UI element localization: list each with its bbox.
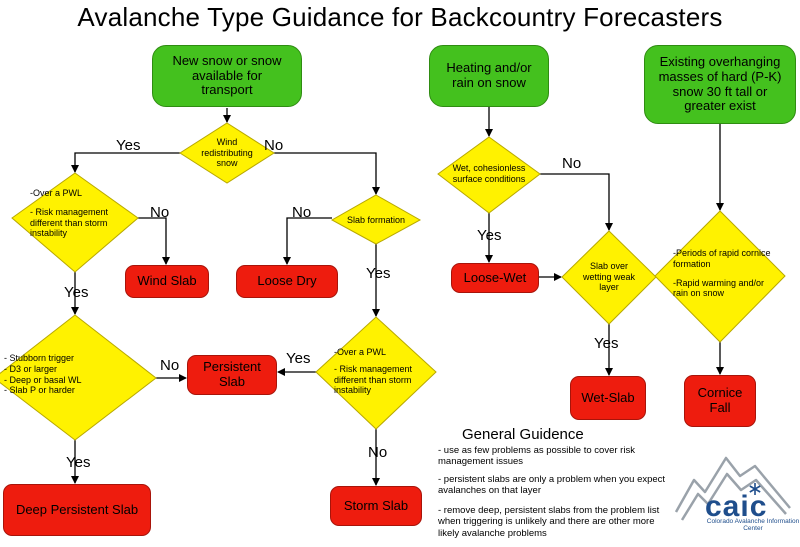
- outcome-cornice-fall-text: Cornice Fall: [697, 385, 743, 415]
- stubborn-line-2: - D3 or larger: [4, 363, 58, 374]
- caic-logo: caic: [705, 490, 768, 523]
- decision-slab-wetting: [561, 230, 657, 325]
- start-heating: Heating and/or rain on snow: [429, 45, 549, 107]
- pwl-right-line-1: -Over a PWL: [334, 347, 387, 357]
- stubborn-line-1: - Stubborn trigger: [4, 353, 75, 363]
- label-yes-wet-cohesionless: Yes: [477, 227, 502, 244]
- caic-logo-subtitle: Colorado Avalanche Information Center: [706, 518, 800, 533]
- start-overhanging-snow: Existing overhanging masses of hard (P-K…: [644, 45, 796, 124]
- outcome-wind-slab: Wind Slab: [125, 265, 209, 298]
- decision-stubborn-text: - Stubborn trigger - D3 or larger - Deep…: [4, 353, 124, 396]
- outcome-wet-slab: Wet-Slab: [570, 376, 646, 420]
- decision-wet-cohesionless-text: Wet, cohesionless surface conditions: [452, 163, 526, 184]
- label-no-slab-formation: No: [292, 204, 312, 221]
- outcome-deep-persistent-slab: Deep Persistent Slab: [3, 484, 151, 536]
- stubborn-line-4: - Slab P or harder: [4, 385, 75, 396]
- decision-pwl-left: [11, 172, 139, 273]
- decision-cornice: [654, 210, 786, 343]
- decision-slab-wetting-text: Slab over wetting weak layer: [582, 260, 636, 293]
- page-title: Avalanche Type Guidance for Backcountry …: [77, 2, 723, 32]
- snowflake-icon: [749, 483, 761, 495]
- decision-stubborn: [0, 314, 157, 441]
- guidance-item-1: - use as few problems as possible to cov…: [438, 445, 635, 468]
- start-heating-text: Heating and/or rain on snow: [446, 60, 532, 90]
- outcome-loose-dry: Loose Dry: [236, 265, 338, 298]
- label-no-wet-cohesionless: No: [562, 155, 582, 172]
- decision-slab-formation: [330, 194, 422, 245]
- pwl-left-line-1: -Over a PWL: [30, 188, 83, 198]
- label-yes-stubborn: Yes: [66, 454, 91, 471]
- decision-slab-formation-text: Slab formation: [346, 214, 406, 225]
- outcome-persistent-slab-text: Persistent Slab: [203, 359, 261, 389]
- pwl-right-line-2: - Risk management different than storm i…: [334, 363, 413, 396]
- decision-wind: [179, 122, 275, 184]
- outcome-loose-wet: Loose-Wet: [451, 263, 539, 293]
- guidance-title: General Guidence: [462, 426, 584, 443]
- guidance-item-3: - remove deep, persistent slabs from the…: [438, 505, 660, 539]
- label-no-stubborn: No: [160, 357, 180, 374]
- stubborn-line-3: - Deep or basal WL: [4, 374, 82, 385]
- outcome-cornice-fall: Cornice Fall: [684, 375, 756, 427]
- decision-pwl-right-text: -Over a PWL - Risk management different …: [334, 347, 424, 396]
- guidance-item-2: - persistent slabs are only a problem wh…: [438, 474, 666, 497]
- cornice-line-2: -Rapid warming and/or rain on snow: [673, 277, 765, 299]
- outcome-storm-slab: Storm Slab: [330, 486, 422, 526]
- start-overhanging-text: Existing overhanging masses of hard (P-K…: [658, 53, 782, 114]
- label-no-pwl-right: No: [368, 444, 388, 461]
- label-yes-pwl-right: Yes: [286, 350, 311, 367]
- pwl-left-line-2: - Risk management different than storm i…: [30, 206, 109, 239]
- label-yes-pwl-left: Yes: [64, 284, 89, 301]
- label-yes-wind: Yes: [116, 137, 141, 154]
- decision-cornice-text: -Periods of rapid cornice formation -Rap…: [673, 248, 773, 299]
- cornice-line-1: -Periods of rapid cornice formation: [673, 248, 771, 269]
- label-no-wind: No: [264, 137, 284, 154]
- start-new-snow-text: New snow or snow available for transport: [172, 52, 282, 98]
- decision-wind-text: Wind redistributing snow: [201, 136, 253, 169]
- outcome-persistent-slab: Persistent Slab: [187, 355, 277, 395]
- decision-wet-cohesionless: [437, 136, 541, 214]
- decision-pwl-right: [315, 316, 437, 430]
- label-no-pwl-left: No: [150, 204, 170, 221]
- start-new-snow: New snow or snow available for transport: [152, 45, 302, 107]
- decision-pwl-left-text: -Over a PWL - Risk management different …: [30, 188, 128, 239]
- label-yes-slab-formation: Yes: [366, 265, 391, 282]
- label-yes-slab-wetting: Yes: [594, 335, 619, 352]
